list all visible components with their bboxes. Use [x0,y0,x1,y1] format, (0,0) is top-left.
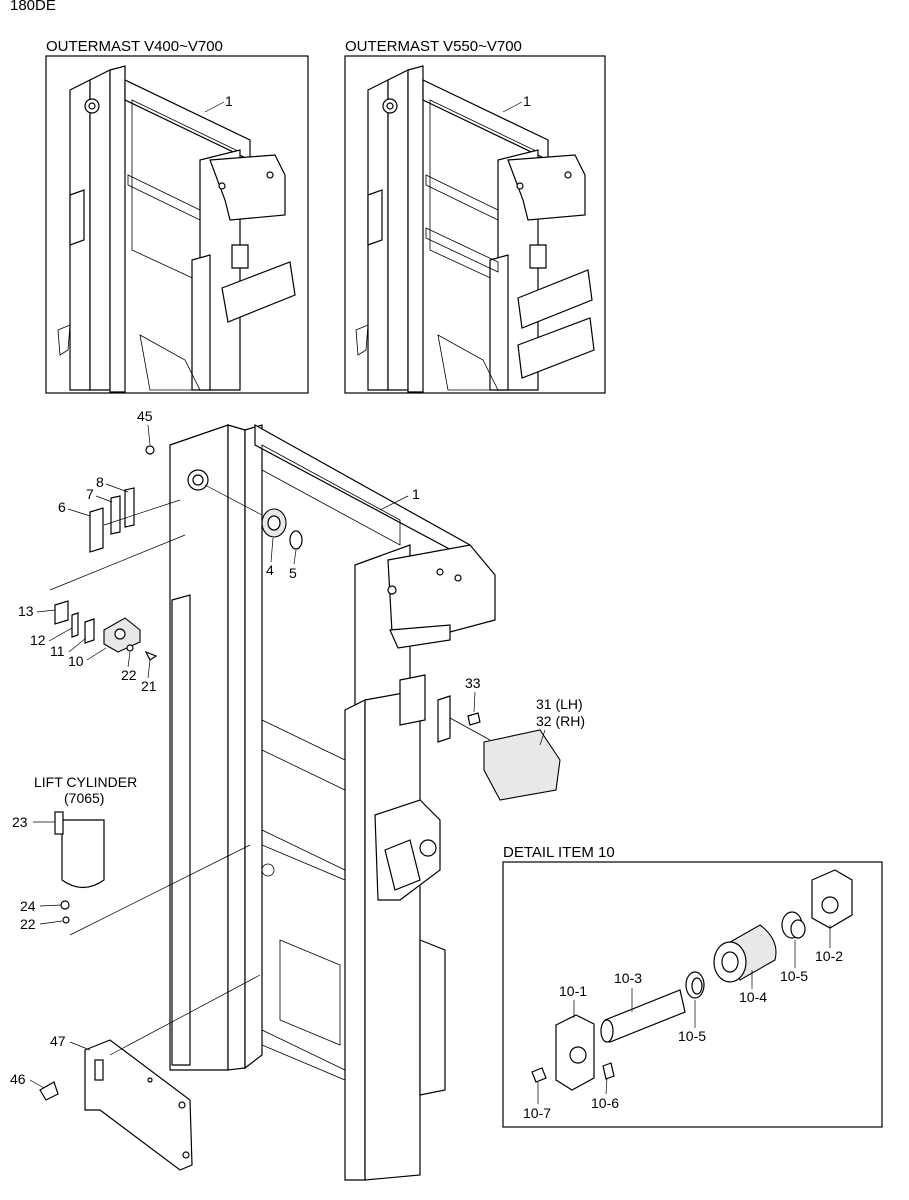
lift-cylinder-label: LIFT CYLINDER [34,774,137,790]
detail-title: DETAIL ITEM 10 [503,844,615,861]
detail-callout-10-5a: 10-5 [780,968,808,984]
detail-callout-10-1: 10-1 [559,983,587,999]
callout-1: 1 [412,486,420,502]
callout-6: 6 [58,499,66,515]
detail-callout-10-6: 10-6 [591,1095,619,1111]
detail-callout-10-4: 10-4 [739,989,767,1005]
inset-outermast-2: OUTERMAST V550~V700 1 [344,38,606,394]
inset-1-title: OUTERMAST V400~V700 [46,38,223,55]
callout-32: 32 (RH) [536,713,585,729]
callout-23: 23 [12,814,28,830]
callout-7: 7 [86,486,94,502]
main-callouts: 45 1 8 7 6 4 5 13 12 11 10 22 21 33 31 (… [10,408,585,1089]
inset-1-mast-drawing [57,65,296,393]
callout-8: 8 [96,474,104,490]
callout-47: 47 [50,1033,66,1049]
detail-callout-10-2: 10-2 [815,948,843,964]
lift-cylinder-code: (7065) [64,790,104,806]
inset-1-callout: 1 [225,93,233,109]
callout-12: 12 [30,632,46,648]
inset-2-callout: 1 [523,93,531,109]
inset-outermast-1: OUTERMAST V400~V700 [45,38,309,394]
detail-callout-10-3: 10-3 [614,970,642,986]
callout-45: 45 [137,408,153,424]
inset-2-title: OUTERMAST V550~V700 [345,38,522,55]
detail-item-10: DETAIL ITEM 10 10-1 10-3 10-2 10-5 10-4 [502,844,883,1128]
callout-11: 11 [50,643,65,659]
callout-33: 33 [465,675,481,691]
detail-callout-10-5b: 10-5 [678,1028,706,1044]
callout-46: 46 [10,1071,26,1087]
callout-22b: 22 [20,916,36,932]
inset-2-mast-drawing [355,65,595,393]
callout-10: 10 [68,653,84,669]
model-header: 180DE [10,0,56,14]
callout-31: 31 (LH) [536,696,583,712]
callout-4: 4 [266,562,274,578]
main-mast-drawing [39,423,561,1181]
callout-5: 5 [289,565,297,581]
callout-24: 24 [20,898,36,914]
callout-21: 21 [141,678,157,694]
callout-13: 13 [18,603,34,619]
callout-22a: 22 [121,667,137,683]
detail-callout-10-7: 10-7 [523,1105,551,1121]
